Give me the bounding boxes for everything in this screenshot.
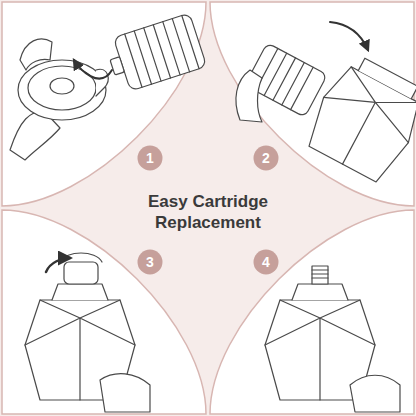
step-number: 3 xyxy=(137,255,163,269)
step-number: 1 xyxy=(137,151,163,165)
hand xyxy=(100,374,150,412)
hand xyxy=(350,375,400,412)
assembled-bottle xyxy=(265,266,400,412)
step-circle: 4 xyxy=(253,249,279,275)
diagram-title: Easy Cartridge Replacement xyxy=(128,191,288,233)
cap-in-hand xyxy=(10,39,108,160)
step-number: 4 xyxy=(253,255,279,269)
direction-arrow xyxy=(74,60,112,79)
step-number: 2 xyxy=(253,151,279,165)
cartridge xyxy=(104,13,207,94)
step-circle: 2 xyxy=(253,145,279,171)
twist-arrow xyxy=(46,258,70,272)
threaded-nozzle xyxy=(312,266,328,284)
hand xyxy=(236,70,262,122)
cap xyxy=(64,262,98,284)
bottle xyxy=(25,253,150,412)
step-circle: 3 xyxy=(137,249,163,275)
direction-arrow xyxy=(330,22,368,50)
step-circle: 1 xyxy=(137,145,163,171)
